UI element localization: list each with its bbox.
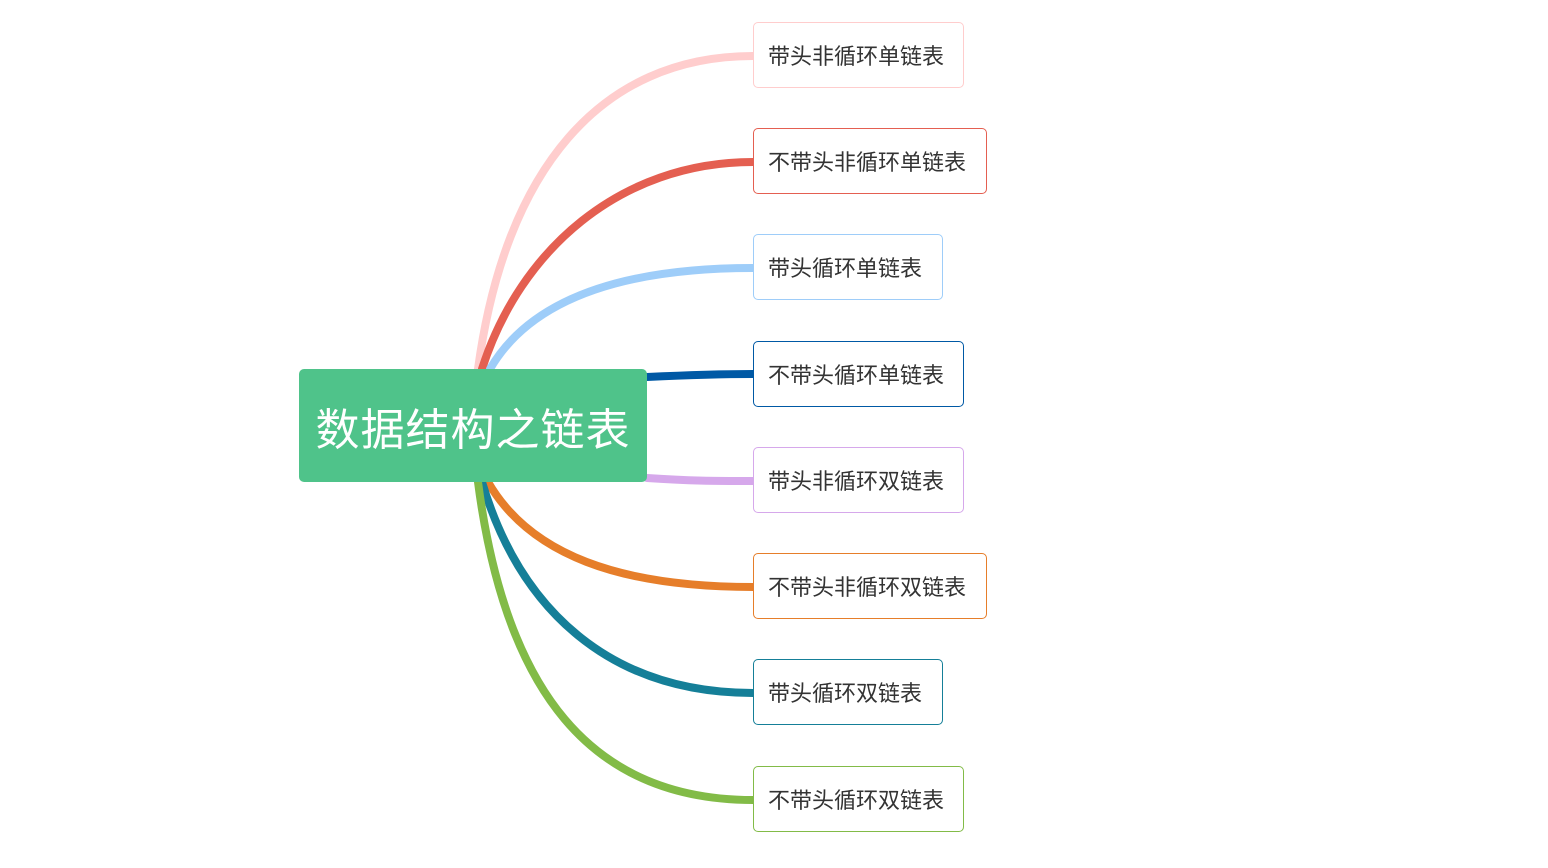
subtopic-label: 带头循环双链表: [768, 682, 923, 707]
root-topic-label: 数据结构之链表: [315, 404, 631, 456]
subtopic-label: 带头循环单链表: [768, 257, 923, 282]
subtopic-label: 不带头循环双链表: [768, 789, 945, 814]
subtopic-0[interactable]: 带头非循环单链表: [753, 22, 964, 88]
connector-3: [643, 370, 757, 381]
connector-2: [486, 264, 757, 373]
subtopic-label: 不带头非循环双链表: [768, 576, 967, 601]
subtopic-7[interactable]: 不带头循环双链表: [753, 766, 964, 832]
subtopic-label: 不带头循环单链表: [768, 364, 945, 389]
root-topic[interactable]: 数据结构之链表: [299, 369, 647, 482]
connector-0: [474, 52, 757, 373]
subtopic-4[interactable]: 带头非循环双链表: [753, 447, 964, 513]
subtopic-label: 带头非循环双链表: [768, 470, 945, 495]
connector-5: [484, 478, 757, 591]
subtopic-label: 带头非循环单链表: [768, 45, 945, 70]
connector-6: [478, 478, 757, 697]
subtopic-6[interactable]: 带头循环双链表: [753, 659, 943, 725]
subtopic-1[interactable]: 不带头非循环单链表: [753, 128, 987, 194]
connector-4: [643, 474, 757, 485]
subtopic-5[interactable]: 不带头非循环双链表: [753, 553, 987, 619]
subtopic-2[interactable]: 带头循环单链表: [753, 234, 943, 300]
subtopic-label: 不带头非循环单链表: [768, 151, 967, 176]
subtopic-3[interactable]: 不带头循环单链表: [753, 341, 964, 407]
connector-1: [478, 158, 757, 373]
connector-7: [474, 478, 757, 804]
